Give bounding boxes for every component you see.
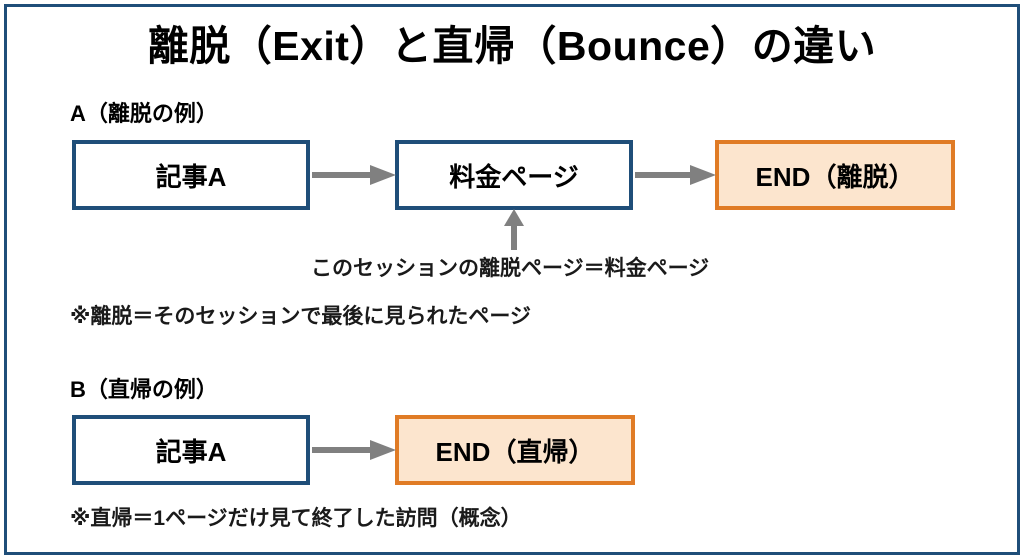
- node-article-a-label: 記事A: [155, 161, 227, 192]
- node-article-b-label: 記事A: [155, 436, 227, 467]
- node-end-bounce[interactable]: END（直帰）: [395, 415, 635, 485]
- arrow-right-icon-a1: [312, 165, 396, 185]
- node-end-bounce-label: END（直帰）: [435, 436, 595, 467]
- node-article-a[interactable]: 記事A: [72, 140, 310, 210]
- caption-session-exit-page: このセッションの離脱ページ＝料金ページ: [311, 257, 710, 280]
- section-heading-b: B（直帰の例）: [70, 377, 218, 402]
- arrow-up-icon: [504, 209, 524, 250]
- node-end-exit[interactable]: END（離脱）: [715, 140, 955, 210]
- arrow-right-icon-b1: [312, 440, 396, 460]
- node-pricing-page-label: 料金ページ: [449, 161, 579, 192]
- page-title: 離脱（Exit）と直帰（Bounce）の違い: [147, 23, 877, 69]
- note-bounce-definition: ※直帰＝1ページだけ見て終了した訪問（概念）: [70, 507, 522, 530]
- note-exit-definition: ※離脱＝そのセッションで最後に見られたページ: [70, 305, 531, 328]
- section-heading-a: A（離脱の例）: [70, 101, 218, 126]
- arrow-right-icon-a2: [635, 165, 716, 185]
- node-pricing-page[interactable]: 料金ページ: [395, 140, 633, 210]
- node-article-b[interactable]: 記事A: [72, 415, 310, 485]
- node-end-exit-label: END（離脱）: [755, 161, 915, 192]
